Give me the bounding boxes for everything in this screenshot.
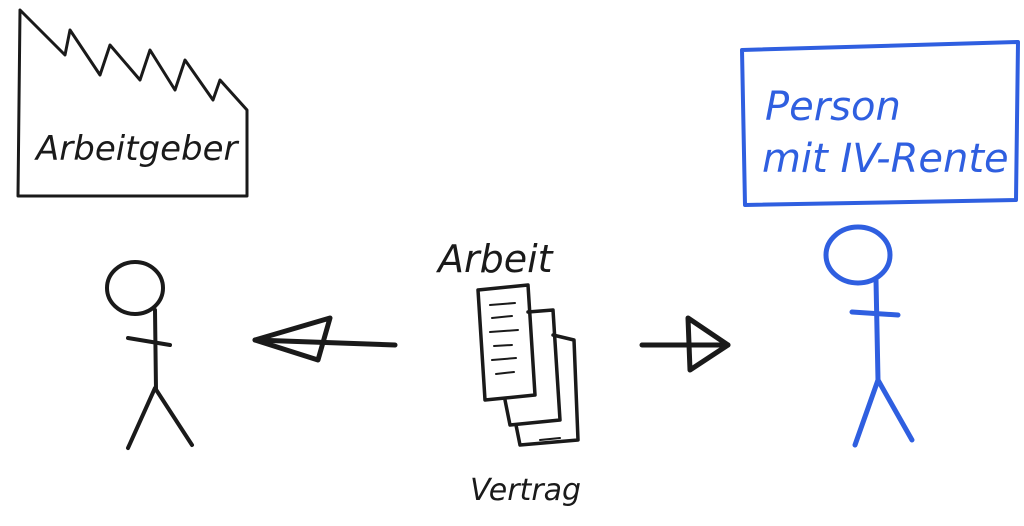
person-label-line2: mit IV-Rente <box>762 136 1009 182</box>
person-group: Person mit IV-Rente <box>740 40 1020 207</box>
figure-arms <box>126 336 172 347</box>
factory-icon <box>16 8 249 198</box>
arrow-left-icon <box>252 315 398 363</box>
person-box <box>740 40 1020 207</box>
stick-figure-person <box>823 224 915 448</box>
center-top-label: Arbeit <box>435 237 555 281</box>
figure-legs <box>126 386 194 450</box>
employer-label: Arbeitgeber <box>34 129 240 169</box>
employer-group: Arbeitgeber <box>16 8 249 198</box>
figure-legs <box>852 377 915 448</box>
documents-icon <box>476 283 580 447</box>
person-label-line1: Person <box>765 84 901 130</box>
center-bottom-label: Vertrag <box>470 473 581 508</box>
figure-arms <box>849 309 901 318</box>
figure-body <box>153 308 158 392</box>
arrow-right-icon <box>639 315 731 373</box>
figure-head <box>823 224 893 286</box>
stick-figure-employer <box>105 260 194 450</box>
figure-body <box>873 277 881 383</box>
figure-head <box>105 260 165 316</box>
